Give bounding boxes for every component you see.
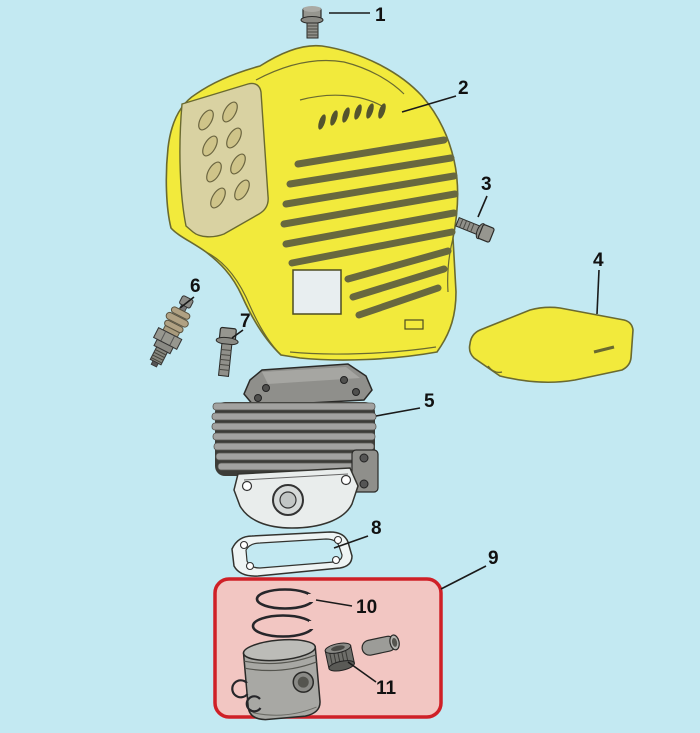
cover-bottom-opening <box>292 269 342 315</box>
part-plate <box>468 306 634 384</box>
screw-top-threads <box>307 25 318 36</box>
callout-10-label[interactable]: 10 <box>356 597 377 618</box>
callout-8-label[interactable]: 8 <box>371 518 382 539</box>
callout-2-leader <box>401 95 457 113</box>
callout-5-leader <box>375 407 421 417</box>
callout-leader-lines <box>179 12 600 683</box>
callout-11-label[interactable]: 11 <box>376 678 397 699</box>
plate-body <box>468 306 634 384</box>
callout-labels: 1 2 3 4 5 6 7 8 9 10 11 <box>190 5 604 699</box>
callout-3-leader <box>477 195 488 218</box>
callout-4-label[interactable]: 4 <box>593 250 604 271</box>
callout-3-label[interactable]: 3 <box>481 174 492 195</box>
callout-1-label[interactable]: 1 <box>375 5 386 26</box>
callout-7-label[interactable]: 7 <box>240 311 251 332</box>
screw-side-threads <box>459 218 475 233</box>
callout-7-leader <box>231 329 244 339</box>
part-circlips <box>231 679 262 713</box>
callout-2-label[interactable]: 2 <box>458 78 469 99</box>
callout-4-leader <box>596 269 600 315</box>
callout-9-leader <box>440 565 487 590</box>
part-piston <box>242 638 321 721</box>
callout-6-leader <box>179 296 195 309</box>
grille-slats <box>280 136 459 319</box>
screw-cylinder-threads <box>219 348 232 371</box>
callout-11-leader <box>347 661 377 683</box>
cover-small-slot <box>404 319 424 330</box>
callout-9-label[interactable]: 9 <box>488 548 499 569</box>
part-gasket <box>231 531 353 577</box>
left-vent-slots <box>198 101 250 209</box>
gasket-bolt-holes <box>239 535 343 571</box>
top-vent-slots <box>318 103 386 130</box>
callout-6-label[interactable]: 6 <box>190 276 201 297</box>
engine-cover-left-vent-panel <box>179 82 269 238</box>
cylinder-top-bolts <box>254 376 360 402</box>
part-engine-cover <box>165 44 459 361</box>
engine-cover-detail-lines <box>205 60 454 356</box>
callout-8-leader <box>333 535 369 549</box>
part-piston-rings <box>251 588 317 638</box>
spark-plug-threads <box>150 349 167 364</box>
part-cylinder <box>211 363 379 529</box>
gasket-inner <box>245 538 343 569</box>
part-piston-pin <box>361 634 400 656</box>
plate-slot <box>593 345 615 354</box>
part-screw-side <box>455 216 495 243</box>
part-screw-top <box>300 6 324 39</box>
callout-10-leader <box>315 599 353 607</box>
plate-notch <box>487 365 503 374</box>
part-needle-bearing <box>324 642 355 672</box>
cylinder-fins <box>211 402 377 471</box>
callout-5-label[interactable]: 5 <box>424 391 435 412</box>
